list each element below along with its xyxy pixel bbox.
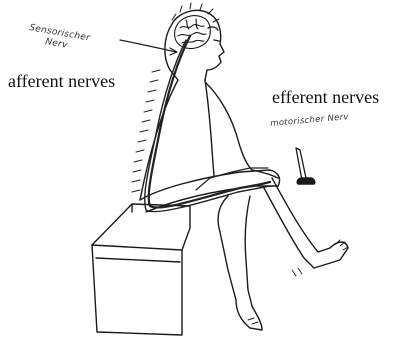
sensory-leader-line [120, 40, 176, 52]
hanging-leg [218, 196, 262, 330]
thigh [140, 170, 280, 212]
efferent-nerves-label: efferent nerves [272, 88, 379, 106]
nerve-pathway [132, 36, 270, 212]
kicking-leg [264, 178, 348, 276]
stool [92, 204, 190, 335]
reflex-hammer-icon [296, 148, 315, 184]
afferent-nerves-label: afferent nerves [8, 72, 115, 90]
torso [140, 80, 278, 200]
